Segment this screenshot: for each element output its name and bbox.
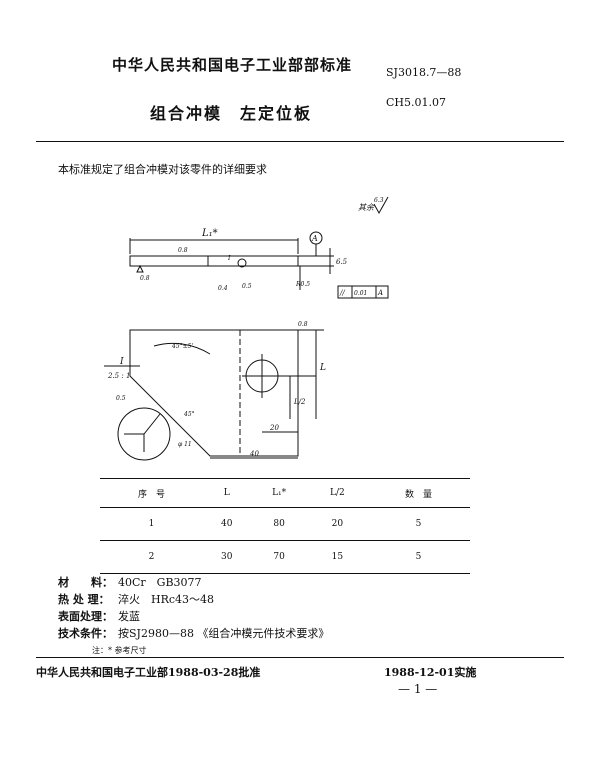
svg-text://: // [339, 289, 345, 297]
svg-text:0.01: 0.01 [354, 290, 367, 297]
col-header-l2: L/2 [307, 478, 368, 508]
table-cell: 5 [367, 540, 470, 574]
hole-diameter: φ 11 [178, 441, 192, 448]
table-cell: 80 [250, 507, 308, 541]
table-cell: 15 [307, 540, 368, 574]
col-header-qty: 数 量 [367, 478, 470, 508]
svg-text:0.8: 0.8 [178, 247, 188, 254]
roughness-symbol [373, 196, 389, 215]
svg-text:I: I [119, 357, 124, 367]
document-title: 组合冲模 左定位板 [150, 104, 313, 123]
svg-text:45°: 45° [183, 411, 195, 418]
dim-40: 40 [249, 450, 259, 458]
svg-text:45°±5': 45°±5' [171, 343, 193, 350]
detail-scale: 2.5 : 1 [107, 372, 130, 380]
surface-treatment-value: 发蓝 [118, 610, 140, 623]
material-label: 材 料： [58, 576, 113, 589]
table-cell: 20 [307, 507, 368, 541]
requirements-notes: 材 料： 40Cr GB3077 热 处 理： 淬火 HRc43～48 表面处理： 发… [58, 574, 329, 659]
material-row: 材 料： 40Cr GB3077 [58, 574, 329, 591]
standard-code: SJ3018.7—88 [386, 66, 462, 79]
effective-date: 1988-12-01实施 [384, 666, 477, 679]
dim-L: L [319, 363, 326, 373]
dimension-table: 序 号 L L₁* L/2 数 量 1 40 80 20 5 2 30 70 1… [100, 478, 470, 574]
surface-treatment-label: 表面处理： [58, 610, 113, 623]
technical-conditions-row: 技术条件： 按SJ2980—88 《组合冲模元件技术要求》 [58, 625, 329, 642]
table-cell: 40 [202, 507, 251, 541]
dim-20: 20 [269, 424, 279, 432]
table-cell: 1 [100, 507, 203, 541]
dim-L2: L/2 [293, 398, 306, 406]
surface-note: 其余 [358, 203, 375, 212]
approval-line: 中华人民共和国电子工业部1988-03-28批准 [36, 666, 261, 679]
heat-treatment-row: 热 处 理： 淬火 HRc43～48 [58, 591, 329, 608]
heat-treatment-value: 淬火 HRc43～48 [118, 593, 215, 606]
intro-text: 本标准规定了组合冲模对该零件的详细要求 [58, 163, 267, 176]
table-cell: 2 [100, 540, 203, 574]
svg-text:A: A [377, 289, 383, 297]
col-header-no: 序 号 [100, 478, 203, 508]
detail-view-circle [117, 407, 171, 461]
col-header-l: L [202, 478, 251, 508]
surface-treatment-row: 表面处理： 发蓝 [58, 608, 329, 625]
svg-text:0.4: 0.4 [218, 285, 228, 292]
svg-text:I: I [227, 255, 231, 262]
svg-text:0.8: 0.8 [140, 275, 150, 282]
dim-thickness: 6.5 [336, 258, 348, 266]
classification-code: CH5.01.07 [386, 96, 446, 109]
svg-text:6.3: 6.3 [374, 197, 384, 204]
table-header-row: 序 号 L L₁* L/2 数 量 [100, 478, 470, 508]
page-number: — 1 — [398, 682, 438, 696]
table-cell: 70 [250, 540, 308, 574]
heat-treatment-label: 热 处 理： [58, 593, 110, 606]
material-value: 40Cr GB3077 [118, 576, 202, 589]
table-row: 1 40 80 20 5 [100, 507, 470, 541]
technical-drawing: 其余 6.3 L₁* 0.8 I 0.8 6.5 R0.5 0.4 0.5 A … [104, 196, 389, 461]
footnote: 注：* 参考尺寸 [92, 646, 147, 655]
header-rule [36, 141, 564, 142]
svg-text:0.8: 0.8 [298, 321, 308, 328]
svg-text:R0.5: R0.5 [295, 281, 310, 288]
side-view-plate [129, 255, 299, 267]
table-row: 2 30 70 15 5 [100, 540, 470, 574]
table-cell: 5 [367, 507, 470, 541]
svg-text:0.5: 0.5 [116, 395, 126, 402]
plan-view-outline [129, 329, 299, 457]
svg-text:0.5: 0.5 [242, 283, 252, 290]
technical-conditions-value: 按SJ2980—88 《组合冲模元件技术要求》 [118, 627, 330, 640]
svg-text:A: A [311, 234, 318, 243]
detail-marker [237, 258, 247, 268]
footer-rule [36, 657, 564, 658]
issuing-authority: 中华人民共和国电子工业部部标准 [112, 56, 353, 74]
dim-L1: L₁* [201, 228, 218, 239]
table-cell: 30 [202, 540, 251, 574]
tolerance-frame [337, 285, 389, 299]
technical-conditions-label: 技术条件： [58, 627, 113, 640]
col-header-l1: L₁* [250, 478, 308, 508]
